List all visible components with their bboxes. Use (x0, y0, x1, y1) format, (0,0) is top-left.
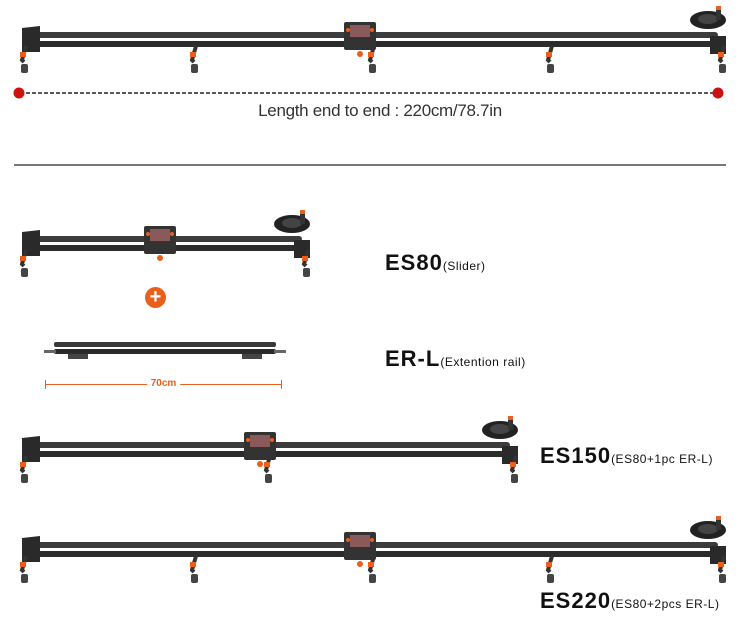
length-end-to-end-text: Length end to end : 220cm/78.7in (258, 101, 502, 120)
start-marker-dot (13, 87, 25, 99)
leg-icon (717, 555, 726, 583)
slider-es220-top-image (19, 6, 726, 73)
leg-icon (509, 455, 518, 483)
plus-icon: + (145, 287, 166, 308)
leg-icon (545, 555, 554, 583)
slider-es80-image (19, 210, 310, 277)
leg-icon (367, 45, 376, 73)
model-description: (ES80+2pcs ER-L) (611, 597, 720, 611)
rail-length-measure: 70cm (45, 378, 282, 390)
leg-icon (717, 45, 726, 73)
leg-icon (19, 555, 28, 583)
length-dimension-line (13, 87, 724, 99)
carriage-icon (144, 226, 176, 261)
product-label-es220: ES220(ES80+2pcs ER-L) (540, 588, 719, 614)
model-name: ES220 (540, 588, 612, 613)
model-name: ER-L (385, 346, 441, 371)
slider-es220-image (19, 516, 726, 583)
carriage-icon (344, 22, 376, 57)
model-description: (Extention rail) (440, 355, 526, 369)
product-label-er-l: ER-L(Extention rail) (385, 346, 526, 372)
leg-icon (189, 45, 198, 73)
end-marker-dot (712, 87, 724, 99)
slider-es150-image (19, 416, 518, 483)
hand-crank-wheel-icon (274, 210, 310, 233)
rail-length-text: 70cm (146, 378, 181, 389)
section-divider (14, 164, 726, 166)
leg-icon (19, 45, 28, 73)
model-name: ES150 (540, 443, 612, 468)
leg-icon (19, 455, 28, 483)
leg-icon (19, 249, 28, 277)
product-label-es150: ES150(ES80+1pc ER-L) (540, 443, 713, 469)
product-label-es80: ES80(Slider) (385, 250, 486, 276)
hand-crank-wheel-icon (690, 6, 726, 29)
leg-icon (545, 45, 554, 73)
leg-icon (301, 249, 310, 277)
extension-rail-image (44, 342, 286, 359)
leg-icon (189, 555, 198, 583)
carriage-icon (344, 532, 376, 567)
leg-icon (367, 555, 376, 583)
model-description: (Slider) (442, 259, 486, 273)
model-name: ES80 (385, 250, 443, 275)
model-description: (ES80+1pc ER-L) (611, 452, 713, 466)
carriage-icon (244, 432, 276, 467)
leg-icon (263, 455, 272, 483)
hand-crank-wheel-icon (482, 416, 518, 439)
hand-crank-wheel-icon (690, 516, 726, 539)
